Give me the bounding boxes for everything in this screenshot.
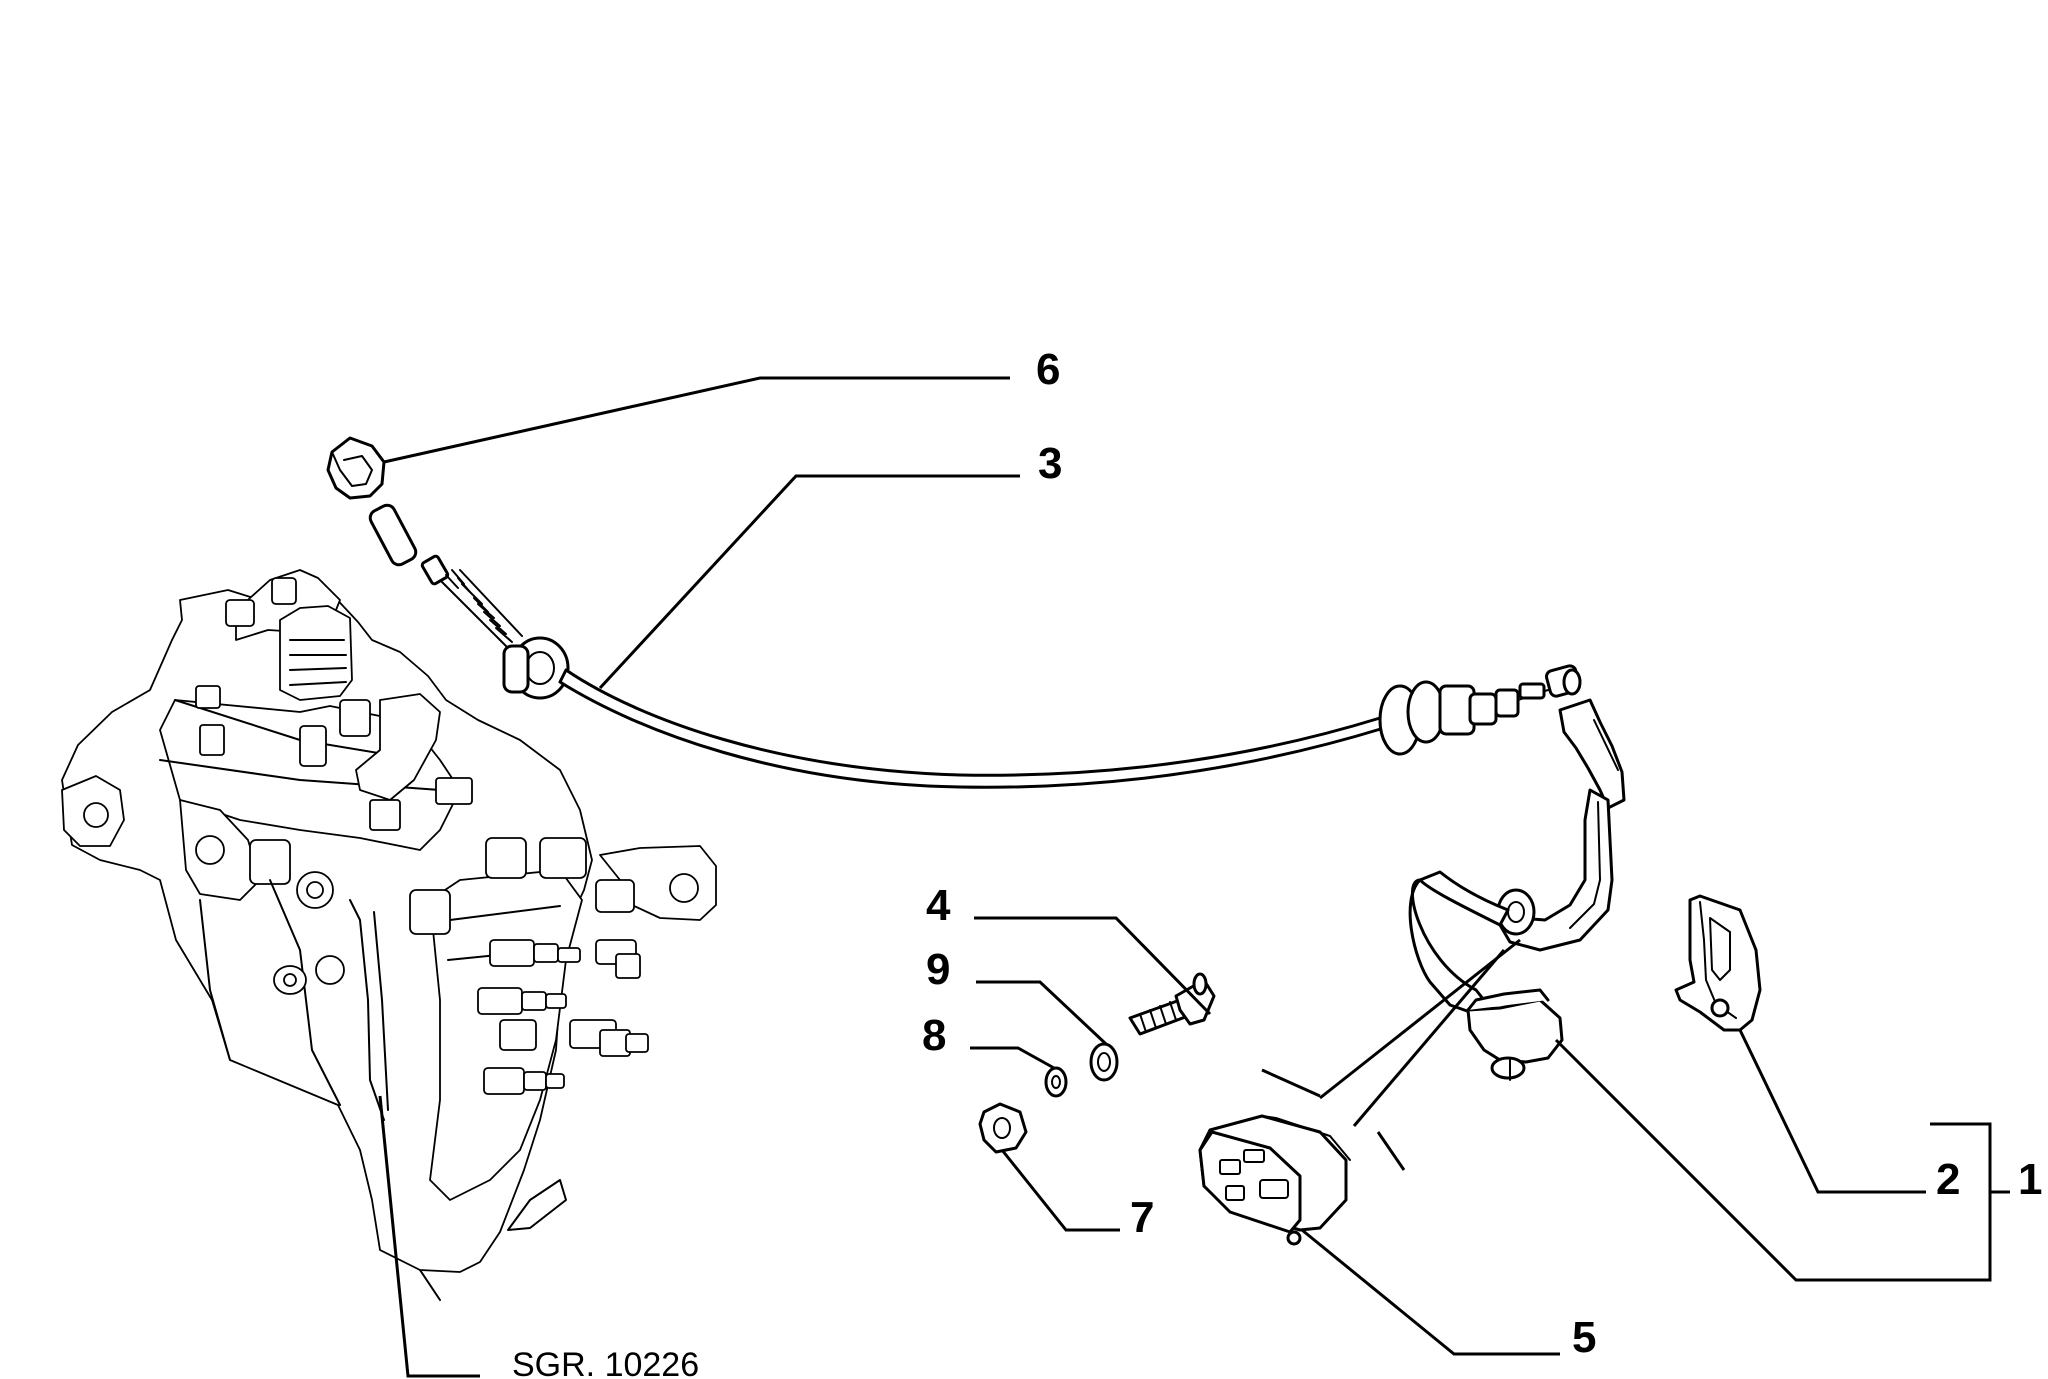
callout-1: 1	[2018, 1155, 2042, 1204]
callout-9: 9	[926, 945, 950, 994]
washer-part-8	[1044, 1066, 1068, 1098]
washer-part-9	[1089, 1042, 1119, 1082]
injection-pump-illustration	[61, 569, 717, 1301]
cable-clip-part-6	[326, 436, 386, 500]
pedal-stop-bracket-part-2	[1674, 894, 1762, 1032]
callout-4: 4	[926, 881, 951, 930]
accelerator-cable	[368, 503, 1582, 789]
accelerator-pedal-lever	[1408, 698, 1626, 1081]
callout-7: 7	[1130, 1193, 1154, 1242]
reference-code: SGR. 10226	[512, 1346, 699, 1379]
bolt-part-4	[1128, 972, 1216, 1036]
assembly-guide-lines	[1261, 1068, 1406, 1171]
callout-3: 3	[1038, 439, 1062, 488]
callout-5: 5	[1572, 1313, 1596, 1362]
nut-part-7	[978, 1102, 1028, 1154]
leader-lines	[378, 376, 2010, 1378]
callout-2: 2	[1936, 1155, 1960, 1204]
pedal-pad-part-5	[1198, 1114, 1351, 1246]
callout-6: 6	[1036, 345, 1060, 394]
callout-8: 8	[922, 1011, 946, 1060]
